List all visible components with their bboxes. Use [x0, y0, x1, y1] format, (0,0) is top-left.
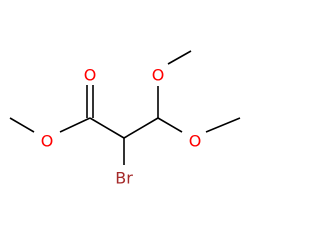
molecule-structure: O O O O Br — [9, 50, 241, 188]
bond-upper-oxygen-methyl — [167, 50, 192, 65]
carbonyl-oxygen-label: O — [84, 66, 97, 85]
ester-oxygen-label: O — [41, 132, 54, 151]
bond-carbonyl-alpha — [89, 117, 125, 139]
bond-group — [9, 50, 241, 165]
bond-alpha-acetal — [123, 117, 159, 139]
bond-methyl-ester-oxygen — [9, 117, 35, 133]
bond-acetal-right-oxygen — [157, 117, 183, 133]
atom-label-group: O O O O Br — [41, 66, 202, 188]
bromine-label: Br — [115, 169, 133, 188]
bond-right-oxygen-methyl — [205, 117, 241, 133]
acetal-upper-oxygen-label: O — [152, 66, 165, 85]
acetal-right-oxygen-label: O — [189, 132, 202, 151]
bond-ester-oxygen-carbonyl — [59, 117, 91, 133]
